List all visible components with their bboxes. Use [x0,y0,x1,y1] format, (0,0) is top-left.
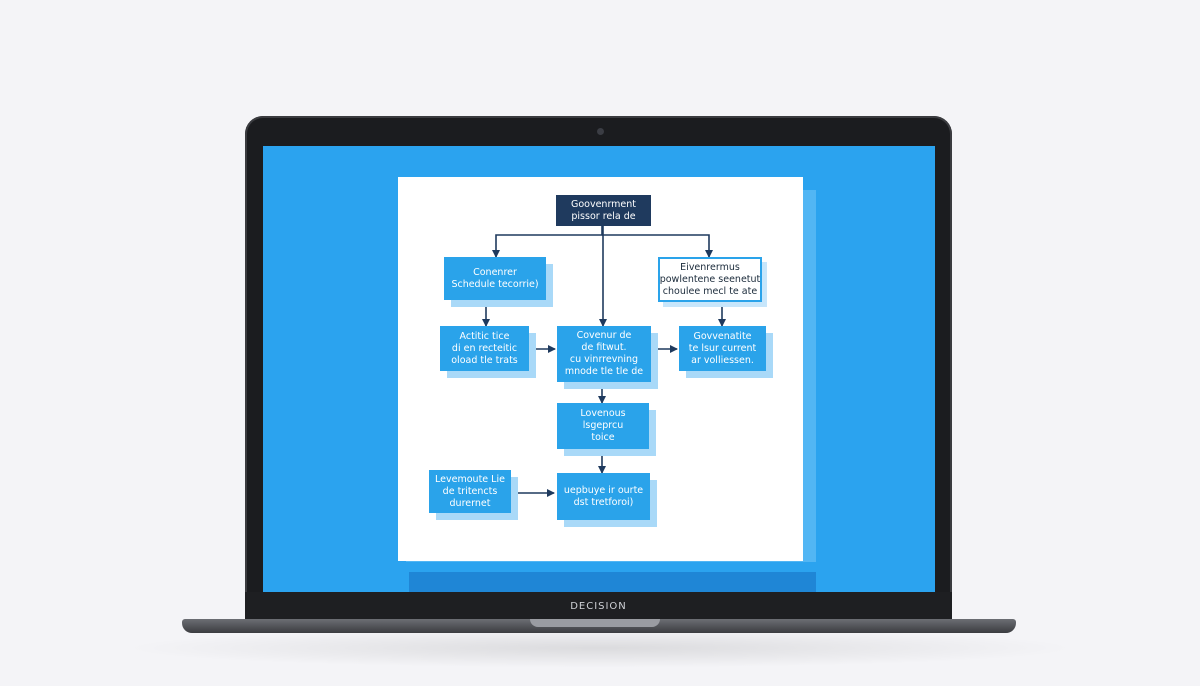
flow-node-right-mid: Govvenatite te lsur current ar volliesse… [679,326,766,371]
connector-root-to-left-top [492,226,603,258]
node-text: powlentene seenetut [659,273,761,285]
screen-bottom-strip [409,572,816,592]
node-text: Levemoute Lie [435,473,505,485]
node-text: choulee mecl te ate [662,285,758,297]
node-text: cu vinrrevning [569,354,639,365]
laptop-chin: DECISION [245,592,952,622]
node-text: ar volliessen. [691,354,754,366]
node-text: di en recteitic [451,342,518,354]
node-text: Schedule tecorrie) [451,278,539,290]
node-text: Lovenous [580,408,626,419]
node-text: de tritencts [442,485,498,497]
flow-node-root: Goovenrment pissor rela de [556,195,651,226]
node-text: toice [591,432,615,443]
node-text: dst tretforoi) [573,496,634,508]
flow-node-left-mid: Actitic tice di en recteitic oload tle t… [440,326,529,371]
node-text: te lsur current [688,342,757,354]
node-text: Actitic tice [459,330,510,342]
node-text: Conenrer [473,266,517,278]
laptop-brand-label: DECISION [570,601,627,612]
node-text: Eivenrermus [680,261,740,273]
flow-node-center-bottom: uepbuye ir ourte dst tretforoi) [557,473,650,520]
flow-node-center-low: Lovenous lsgeprcu toice [557,403,649,449]
flow-node-left-top: Conenrer Schedule tecorrie) [444,257,546,300]
node-text: lsgeprcu [582,420,624,431]
node-text: pissor rela de [571,210,636,222]
webcam-icon [597,128,604,135]
node-text: Govvenatite [693,330,752,342]
laptop-hinge-notch [530,619,660,627]
flow-node-left-bottom: Levemoute Lie de tritencts durernet [429,470,511,513]
node-text: durernet [449,497,491,509]
flow-node-center-mid: Covenur de de fitwut. cu vinrrevning mno… [557,326,651,382]
node-text: Goovenrment [570,198,637,210]
node-text: uepbuye ir ourte [563,484,644,496]
node-text: oload tle trats [451,354,518,366]
flow-node-right-top: Eivenrermus powlentene seenetut choulee … [658,257,762,302]
node-text: mnode tle tle de [564,366,644,377]
node-text: de fitwut. [581,342,627,353]
node-text: Covenur de [576,330,632,341]
floor-shadow [120,628,1080,668]
connector-root-to-right-top [602,234,713,258]
